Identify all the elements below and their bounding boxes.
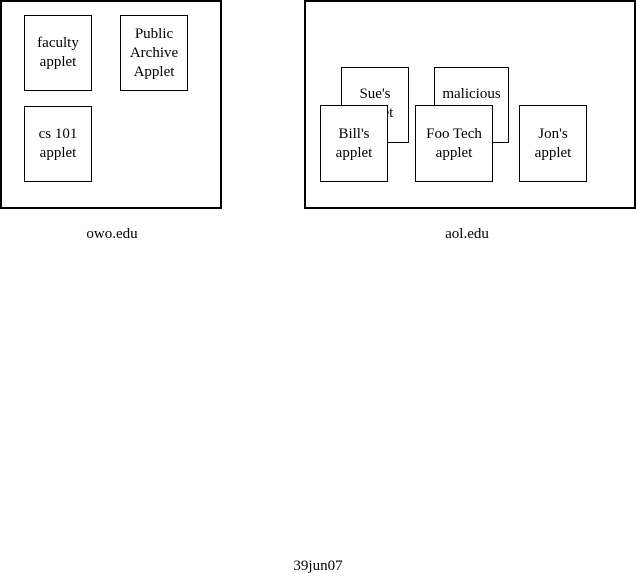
applet-label: faculty applet <box>37 35 79 70</box>
applet-jon: Jon's applet <box>519 105 587 182</box>
domain-caption-aol: aol.edu <box>445 226 489 242</box>
applet-label: cs 101 applet <box>38 126 78 161</box>
applet-bill: Bill's applet <box>320 105 388 182</box>
applet-label: Foo Tech applet <box>426 125 482 161</box>
applet-foo-tech: Foo Tech applet <box>415 105 493 182</box>
applet-label: Bill's applet <box>335 125 373 161</box>
applet-faculty: faculty applet <box>24 15 92 91</box>
applet-label: Jon's applet <box>534 125 572 161</box>
footer-date: 39jun07 <box>293 558 343 574</box>
applet-cs101: cs 101 applet <box>24 106 92 182</box>
applet-label: Public Archive Applet <box>129 25 179 80</box>
applet-public-archive: Public Archive Applet <box>120 15 188 91</box>
domain-caption-owo: owo.edu <box>86 226 138 242</box>
